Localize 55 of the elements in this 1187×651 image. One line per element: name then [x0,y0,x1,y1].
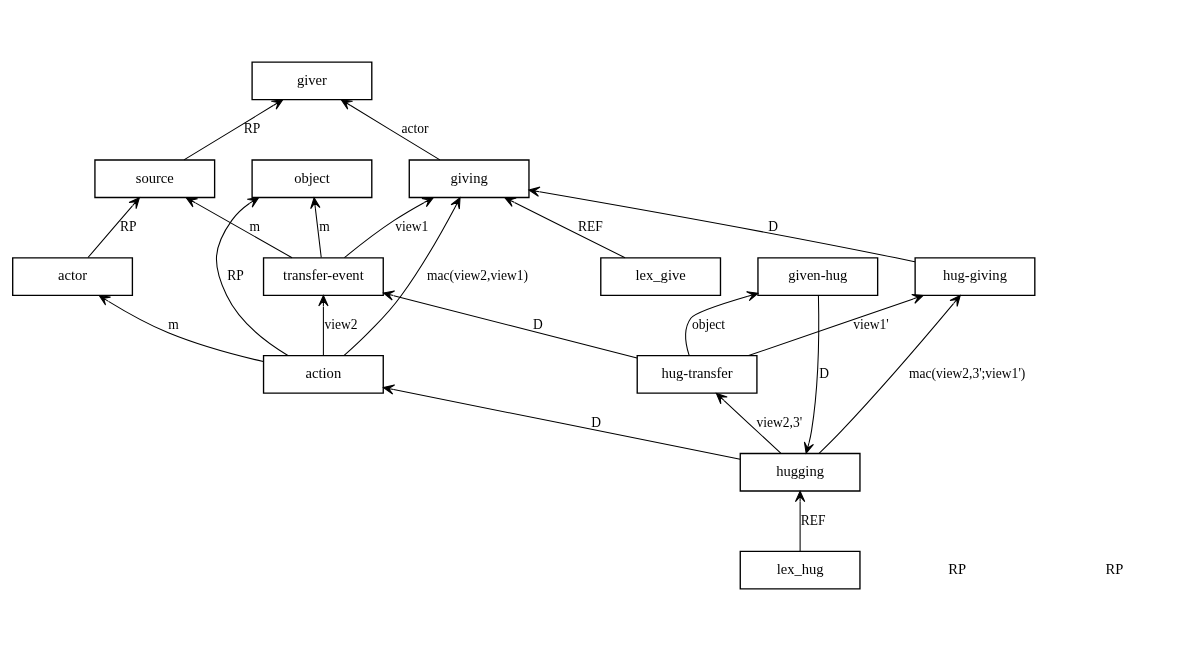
arrow [794,490,806,552]
arrow [803,295,820,454]
arrow [310,197,322,259]
edge-label: object [692,317,726,333]
edge-label: REF [800,512,826,528]
arrow [216,197,289,356]
arrow [748,293,924,357]
arrow [504,197,626,259]
node-box: hug-transfer [636,355,758,394]
node-box: source [94,159,216,199]
node-box: lex_give [600,257,722,296]
arrow [818,294,961,454]
arrow [382,384,741,460]
edge-label: view1' [853,317,889,333]
label: RP [1105,560,1124,577]
node-box: giving [408,159,530,199]
arrow [98,295,264,363]
arrow [528,186,916,263]
edge-label: RP [227,268,244,284]
node-box: actor [12,257,134,296]
node-box: giver [251,61,373,101]
edge-label: mac(view2,view1) [426,268,528,284]
arrow [343,197,461,357]
edge-label: view1 [395,219,429,235]
arrow [318,295,329,356]
edge-label: D [532,317,543,333]
arrow [183,99,284,161]
arrow [715,392,782,454]
node-box: hug-giving [914,257,1036,296]
edge-label: m [319,219,330,235]
label: RP [948,560,967,577]
edge-label: REF [577,219,603,235]
edge-label: actor [401,121,429,137]
arrow [87,197,140,259]
edge-label: D [591,414,601,430]
arrow [685,291,759,356]
edge-label: view2,3' [756,414,803,430]
node-box: action [262,355,384,394]
edge-label: mac(view2,3';view1') [909,365,1026,381]
edge-label: m [168,317,179,333]
edge-label: m [249,219,260,235]
edge-label: D [768,219,778,235]
node-box: given-hug [757,257,879,296]
arrow [382,290,638,359]
edge-label: view2 [324,317,358,333]
node-box: hugging [739,452,861,492]
edge-label: RP [243,121,261,137]
edge-label: D [819,365,829,381]
arrow [340,99,441,161]
node-box: object [251,159,373,199]
arrow [343,197,434,259]
node-box: transfer-event [262,257,384,296]
arrow [185,197,293,259]
edge-label: RP [119,219,137,235]
node-box: lex_hug [739,550,861,590]
